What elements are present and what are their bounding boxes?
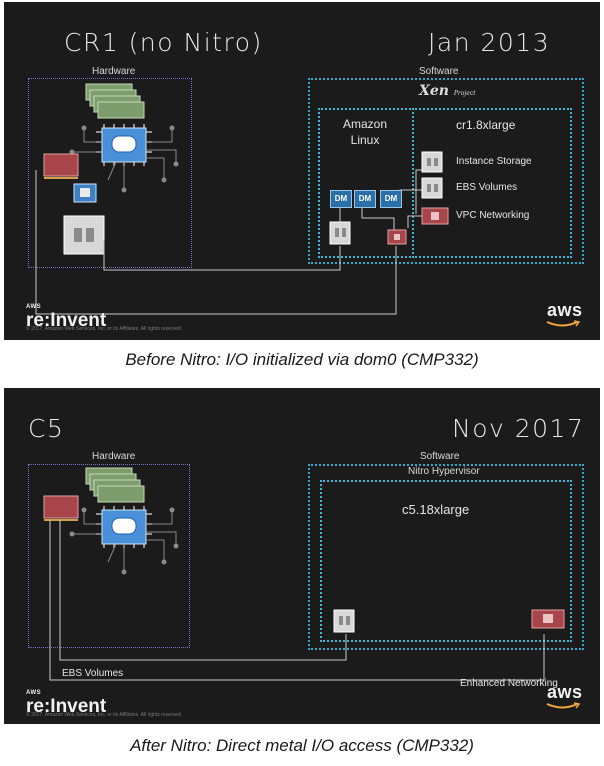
memory-modules-icon (85, 467, 145, 503)
dom0-label-line2: Linux (350, 133, 380, 147)
circuit-traces (69, 125, 179, 193)
network-card-icon (43, 153, 79, 179)
memory-modules-icon (85, 83, 145, 119)
reinvent-logo-small: AWS (26, 304, 42, 310)
slide-title-right: Jan 2013 (428, 28, 551, 57)
diagram-graphics (35, 83, 449, 315)
slide-title-right: Nov 2017 (452, 414, 585, 443)
guest-box (412, 108, 572, 258)
aws-logo-text: aws (547, 300, 583, 320)
slide-c5: C5 Nov 2017 Hardware Software Nitro Hype… (4, 388, 600, 724)
cpu-chip-icon (96, 124, 152, 166)
xen-logo-text: Xen (419, 83, 449, 99)
instance-storage-icon (421, 151, 443, 173)
network-card-icon (43, 495, 79, 521)
software-box (308, 78, 584, 264)
hardware-label: Hardware (92, 451, 136, 462)
connection-lines (49, 520, 545, 681)
hardware-box (28, 78, 192, 268)
circuit-traces (69, 507, 179, 575)
ebs-volumes-icon (421, 177, 443, 199)
copyright-text: © 2017, Amazon Web Services, Inc. or its… (26, 326, 183, 332)
dm-box-3: DM (380, 190, 402, 208)
aws-smile-icon (546, 320, 581, 327)
vpc-networking-label: VPC Networking (456, 210, 530, 221)
aws-logo: aws (547, 682, 583, 703)
aws-logo-text: aws (547, 682, 583, 702)
slide-title-left: CR1 (no Nitro) (64, 28, 263, 57)
dm-connection-lines (339, 208, 395, 230)
reinvent-logo-text: re:Invent (26, 696, 107, 717)
hardware-label: Hardware (92, 66, 136, 77)
slide-cr1: CR1 (no Nitro) Jan 2013 Hardware Softwar… (4, 2, 600, 340)
software-label: Software (420, 451, 460, 462)
ebs-volumes-label: EBS Volumes (456, 182, 518, 193)
caption-before-nitro: Before Nitro: I/O initialized via dom0 (… (125, 350, 479, 369)
copyright-text: © 2017, Amazon Web Services, Inc. or its… (26, 712, 183, 718)
nitro-hypervisor-label: Nitro Hypervisor (408, 466, 480, 477)
reinvent-logo-text: re:Invent (26, 310, 107, 331)
vpc-networking-icon (421, 207, 449, 225)
dom0-nic-icon (387, 229, 407, 245)
reinvent-logo: AWS re:Invent (26, 690, 106, 716)
hardware-box (28, 464, 190, 648)
dom0-label-line1: Amazon (342, 117, 388, 131)
controller-chip-icon (73, 183, 97, 203)
dm-box-2: DM (354, 190, 376, 208)
reinvent-logo: AWS re:Invent (26, 304, 106, 330)
software-box (308, 464, 584, 650)
aws-smile-icon (546, 702, 581, 709)
guest-label: c5.18xlarge (402, 502, 470, 517)
aws-logo: aws (547, 300, 583, 321)
software-label: Software (419, 66, 459, 77)
instance-storage-label: Instance Storage (456, 156, 532, 167)
cpu-chip-icon (96, 506, 152, 548)
xen-logo-sub: Project (453, 90, 476, 97)
dom0-label: Amazon Linux (322, 116, 408, 148)
storage-drives-icon (63, 215, 105, 255)
dm-box-1: DM (330, 190, 352, 208)
ebs-volumes-label: EBS Volumes (62, 668, 124, 679)
reinvent-logo-small: AWS (26, 690, 42, 696)
enhanced-networking-label: Enhanced Networking (460, 678, 558, 689)
slide-title-left: C5 (28, 414, 65, 443)
dom0-storage-icon (329, 221, 351, 245)
caption-after-nitro: After Nitro: Direct metal I/O access (CM… (130, 736, 474, 755)
xen-logo: Xen Project (419, 83, 476, 99)
ebs-storage-icon (333, 609, 355, 633)
enhanced-networking-icon (531, 609, 565, 629)
diagram-graphics (43, 467, 565, 681)
guest-box (320, 480, 572, 642)
guest-label: cr1.8xlarge (456, 118, 516, 132)
